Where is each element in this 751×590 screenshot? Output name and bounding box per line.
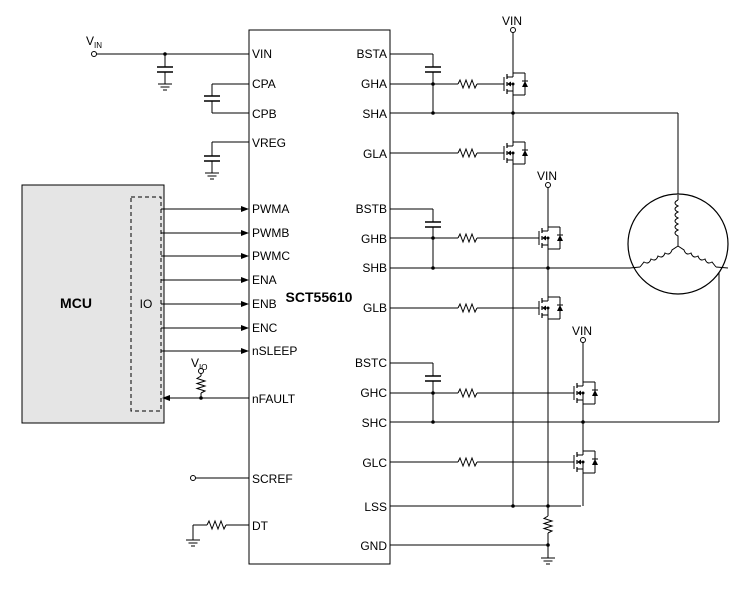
low-side-mosfet-c xyxy=(573,445,599,479)
mcu-io-label: IO xyxy=(140,297,153,311)
gl-resistor-b xyxy=(457,302,478,314)
high-side-mosfet-b xyxy=(538,221,564,255)
pin-lss: LSS xyxy=(364,500,387,514)
vio-label: VIO xyxy=(191,356,207,372)
high-side-mosfet-c xyxy=(573,376,599,410)
control-arrow-5 xyxy=(241,325,249,331)
vreg-capacitor xyxy=(204,141,249,180)
pin-shc: SHC xyxy=(362,416,388,430)
pin-sha: SHA xyxy=(362,107,387,121)
pin-nsleep: nSLEEP xyxy=(252,344,297,358)
pin-enb: ENB xyxy=(252,297,277,311)
winding-a xyxy=(674,199,680,246)
pin-bstb: BSTB xyxy=(356,202,387,216)
pin-ghc: GHC xyxy=(360,386,387,400)
pin-cpb: CPB xyxy=(252,107,277,121)
pin-enc: ENC xyxy=(252,321,278,335)
pin-ena: ENA xyxy=(252,273,277,287)
winding-c xyxy=(677,245,717,268)
control-arrow-2 xyxy=(241,253,249,259)
lss-gnd-net xyxy=(390,504,581,565)
gh-resistor-b xyxy=(457,232,478,244)
pin-bstc: BSTC xyxy=(355,356,387,370)
gl-resistor-a xyxy=(457,147,478,159)
pin-scref: SCREF xyxy=(252,472,293,486)
pin-pwma: PWMA xyxy=(252,202,289,216)
half-bridge-c: VIN xyxy=(390,324,719,506)
low-side-mosfet-a xyxy=(503,136,529,170)
pin-bsta: BSTA xyxy=(357,47,387,61)
pin-vin: VIN xyxy=(252,47,272,61)
pin-dt: DT xyxy=(252,519,269,533)
dt-resistor xyxy=(185,519,249,547)
low-side-mosfet-b xyxy=(538,291,564,325)
pin-pwmc: PWMC xyxy=(252,249,290,263)
pin-ghb: GHB xyxy=(361,232,387,246)
control-arrow-4 xyxy=(241,301,249,307)
control-arrow-0 xyxy=(241,206,249,212)
gh-resistor-a xyxy=(457,78,478,90)
charge-pump-capacitor xyxy=(204,83,249,114)
half-bridge-b: VIN xyxy=(390,169,630,506)
vin-label-b: VIN xyxy=(537,169,557,183)
gl-resistor-c xyxy=(457,456,478,468)
pin-gla: GLA xyxy=(363,147,387,161)
gh-resistor-c xyxy=(457,387,478,399)
scref-input xyxy=(190,475,249,481)
pin-shb: SHB xyxy=(362,261,387,275)
vin-input-label: VIN xyxy=(86,34,102,50)
pin-glc: GLC xyxy=(362,456,387,470)
control-arrow-1 xyxy=(241,230,249,236)
vin-label-c: VIN xyxy=(572,324,592,338)
bldc-motor xyxy=(627,113,729,422)
chip-body xyxy=(248,29,391,565)
nfault-pullup: VIO xyxy=(162,356,249,401)
mcu-control-lines xyxy=(161,206,249,354)
mcu-block xyxy=(21,184,165,424)
pin-vreg: VREG xyxy=(252,136,286,150)
half-bridges: VIN VIN VIN xyxy=(390,14,719,506)
pin-gnd: GND xyxy=(360,539,387,553)
control-arrow-6 xyxy=(241,348,249,354)
vin-input-net: VIN xyxy=(86,34,249,91)
pin-pwmb: PWMB xyxy=(252,226,289,240)
pin-glb: GLB xyxy=(363,301,387,315)
mcu-label: MCU xyxy=(60,295,92,311)
pin-gha: GHA xyxy=(361,77,387,91)
pin-nfault: nFAULT xyxy=(252,392,296,406)
pin-cpa: CPA xyxy=(252,77,276,91)
high-side-mosfet-a xyxy=(503,67,529,101)
winding-b xyxy=(639,245,679,268)
control-arrow-3 xyxy=(241,277,249,283)
half-bridge-a: VIN xyxy=(390,14,678,506)
chip-name: SCT55610 xyxy=(286,289,353,305)
vin-label-a: VIN xyxy=(502,14,522,28)
